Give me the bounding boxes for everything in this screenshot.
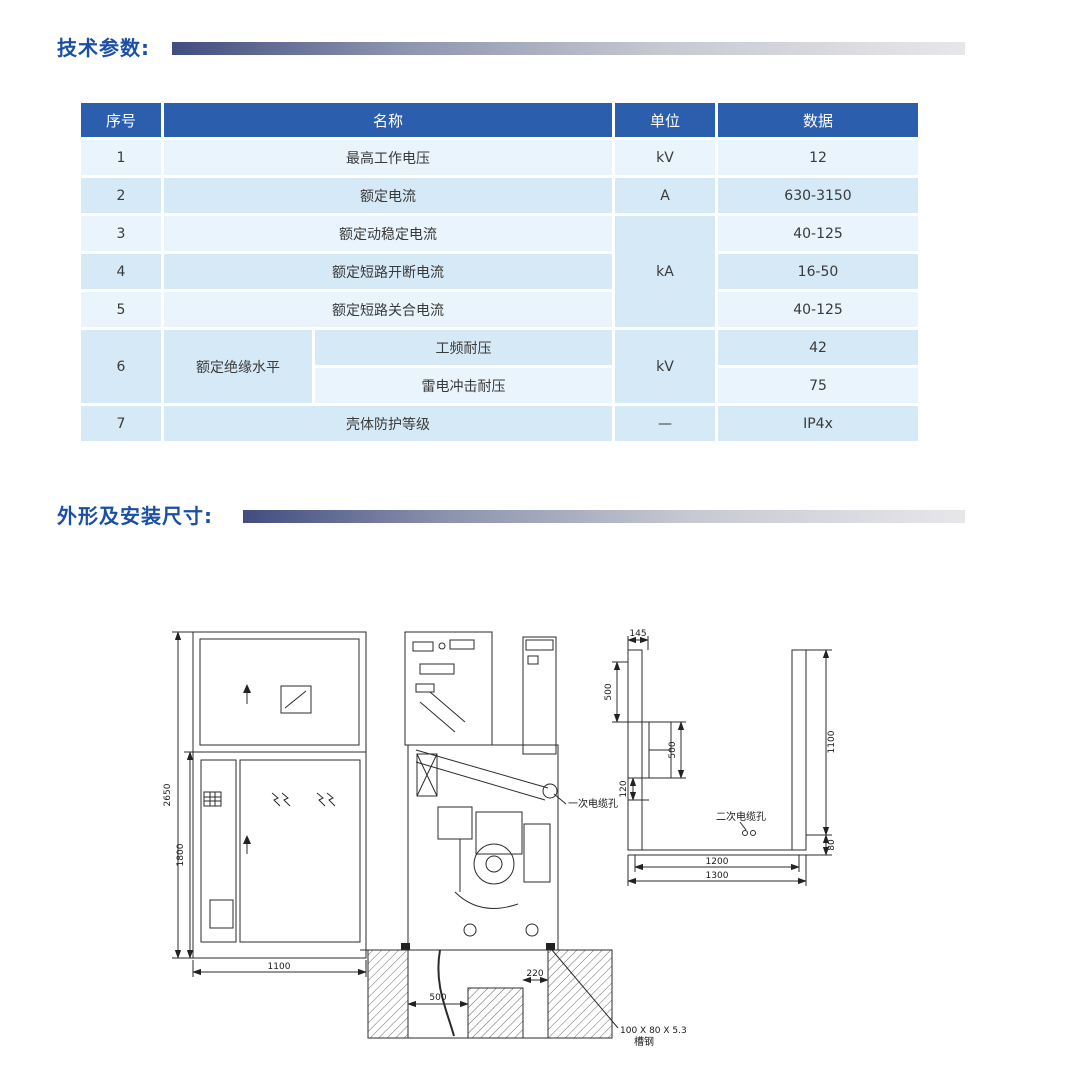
tech-params-title: 技术参数: bbox=[57, 36, 150, 60]
dim-plan-right-height-label: 1100 bbox=[827, 730, 837, 753]
cell-no: 5 bbox=[81, 292, 161, 327]
dim-front-width-label: 1100 bbox=[268, 962, 291, 972]
dim-plan-left-upper-label: 500 bbox=[604, 683, 614, 700]
cell-data: 75 bbox=[718, 368, 918, 403]
cell-unit: kV bbox=[615, 140, 715, 175]
front-view-dimension-lines bbox=[172, 631, 367, 977]
cell-subname: 雷电冲击耐压 bbox=[315, 368, 612, 403]
cell-name: 最高工作电压 bbox=[164, 140, 612, 175]
plan-view-dimension-lines bbox=[612, 636, 832, 886]
dimensions-accent-bar bbox=[243, 510, 965, 523]
cell-unit: A bbox=[615, 178, 715, 213]
cell-name: 额定动稳定电流 bbox=[164, 216, 612, 251]
table-row-6a: 6 额定绝缘水平 工频耐压 kV 42 bbox=[81, 330, 918, 403]
dim-cable-hole-label: 120 bbox=[619, 780, 629, 797]
table-row-6b: 雷电冲击耐压 75 bbox=[81, 368, 918, 403]
cell-no: 7 bbox=[81, 406, 161, 441]
cell-data: 40-125 bbox=[718, 216, 918, 251]
cell-data: 630-3150 bbox=[718, 178, 918, 213]
col-header-data: 数据 bbox=[718, 103, 918, 137]
table-row-5: 5 额定短路关合电流 40-125 bbox=[81, 292, 918, 327]
col-header-no: 序号 bbox=[81, 103, 161, 137]
front-view bbox=[192, 631, 367, 959]
table-row-7: 7 壳体防护等级 — IP4x bbox=[81, 406, 918, 441]
side-view-dimension-lines bbox=[407, 793, 619, 1029]
secondary-cable-hole-label: 二次电缆孔 bbox=[716, 810, 766, 823]
dim-gap-label: 220 bbox=[526, 969, 543, 979]
installation-drawing: 2650 1800 1100 500 220 一次电缆孔 100 X 80 X … bbox=[163, 629, 837, 1048]
cell-unit: — bbox=[615, 406, 715, 441]
cell-unit-kv: kV bbox=[615, 330, 715, 403]
cell-no: 6 bbox=[81, 330, 161, 403]
cell-no: 2 bbox=[81, 178, 161, 213]
cell-data: 16-50 bbox=[718, 254, 918, 289]
channel-steel-spec-label: 100 X 80 X 5.3 bbox=[620, 1026, 687, 1036]
dim-plan-width-inner-label: 1200 bbox=[706, 857, 729, 867]
cell-unit-ka: kA bbox=[615, 216, 715, 327]
dim-trench-width-label: 500 bbox=[429, 993, 446, 1003]
channel-steel-name-label: 槽钢 bbox=[634, 1035, 654, 1048]
dim-front-total-height-label: 2650 bbox=[163, 783, 173, 806]
col-header-name: 名称 bbox=[164, 103, 612, 137]
table-row-4: 4 额定短路开断电流 16-50 bbox=[81, 254, 918, 289]
cell-no: 3 bbox=[81, 216, 161, 251]
cell-data: 12 bbox=[718, 140, 918, 175]
col-header-unit: 单位 bbox=[615, 103, 715, 137]
tech-params-accent-bar bbox=[172, 42, 965, 55]
cell-data: 40-125 bbox=[718, 292, 918, 327]
table-row-1: 1 最高工作电压 kV 12 bbox=[81, 140, 918, 175]
primary-cable-hole-label: 一次电缆孔 bbox=[568, 797, 618, 810]
cell-name: 壳体防护等级 bbox=[164, 406, 612, 441]
table-header-row: 序号 名称 单位 数据 bbox=[81, 103, 918, 137]
cell-name: 额定短路开断电流 bbox=[164, 254, 612, 289]
dim-plan-width-outer-label: 1300 bbox=[706, 871, 729, 881]
cell-no: 4 bbox=[81, 254, 161, 289]
cell-subname: 工频耐压 bbox=[315, 330, 612, 365]
dim-plan-right-small-label: 80 bbox=[827, 839, 837, 851]
dimensions-title: 外形及安装尺寸: bbox=[57, 504, 213, 528]
cell-data: IP4x bbox=[718, 406, 918, 441]
dim-plan-left-lower-label: 500 bbox=[668, 741, 678, 758]
cell-name-group: 额定绝缘水平 bbox=[164, 330, 312, 403]
table-row-2: 2 额定电流 A 630-3150 bbox=[81, 178, 918, 213]
cell-no: 1 bbox=[81, 140, 161, 175]
dim-front-lower-height-label: 1800 bbox=[176, 843, 186, 866]
cell-name: 额定电流 bbox=[164, 178, 612, 213]
cell-data: 42 bbox=[718, 330, 918, 365]
tech-params-table: 序号 名称 单位 数据 1 最高工作电压 kV 12 2 额定电流 A 630-… bbox=[78, 100, 921, 444]
plan-view bbox=[627, 649, 807, 856]
dim-rail-offset-label: 145 bbox=[629, 629, 646, 639]
table-row-3: 3 额定动稳定电流 kA 40-125 bbox=[81, 216, 918, 327]
cell-name: 额定短路关合电流 bbox=[164, 292, 612, 327]
side-view bbox=[360, 631, 613, 1039]
